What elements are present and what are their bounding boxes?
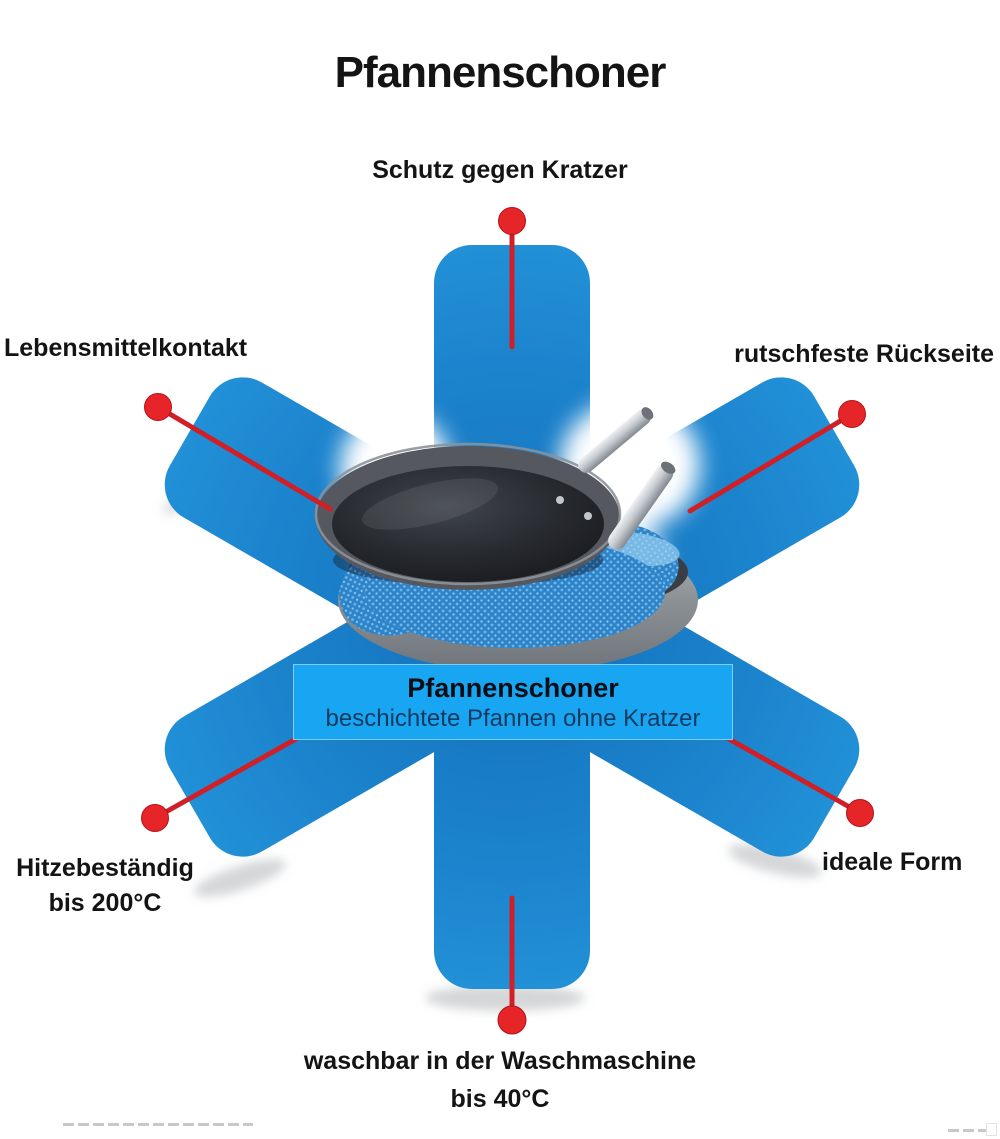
banner-title: Pfannenschoner [407, 672, 619, 703]
callout-label-upper-right: rutschfeste Rückseite [734, 340, 994, 368]
fine-print-stamp [986, 1123, 997, 1136]
pointer-line-upper-right [687, 411, 855, 514]
stacked-pans-image [314, 407, 698, 672]
callout-label-bottom-line2: bis 40°C [450, 1085, 550, 1113]
pointer-line-upper-left [155, 404, 333, 512]
callout-label-lower-left-line2: bis 200°C [48, 889, 162, 917]
fine-print-left [63, 1123, 253, 1126]
callout-dots [141, 207, 874, 1035]
callout-label-lower-right: ideale Form [822, 848, 963, 876]
callout-label-upper-left: Lebensmittelkontakt [4, 334, 248, 362]
pan-rivet [556, 496, 564, 504]
center-banner: Pfannenschoner beschichtete Pfannen ohne… [293, 664, 733, 740]
pointer-dot-lower-right [846, 799, 874, 827]
callout-label-bottom-line1: waschbar in der Waschmaschine [303, 1047, 697, 1075]
pointer-dot-bottom [497, 1005, 527, 1035]
pointer-dot-top [498, 207, 526, 235]
pointer-dot-upper-right [838, 400, 866, 428]
pointer-dot-upper-left [144, 393, 172, 421]
pan-handle-upper [578, 407, 654, 473]
callout-label-lower-left: Hitzebeständig bis 200°C [10, 851, 200, 921]
page-title: Pfannenschoner [334, 48, 667, 97]
callout-label-lower-left-line1: Hitzebeständig [16, 854, 194, 882]
pan-handle-lower [608, 461, 676, 550]
fine-print-right [948, 1129, 986, 1132]
callout-label-top: Schutz gegen Kratzer [372, 156, 628, 184]
callout-label-bottom: waschbar in der Waschmaschine bis 40°C [0, 1042, 1000, 1118]
pointer-dot-lower-left [141, 804, 169, 832]
banner-subtitle: beschichtete Pfannen ohne Kratzer [325, 704, 701, 732]
top-pan [314, 442, 622, 590]
pan-rivet [584, 512, 592, 520]
